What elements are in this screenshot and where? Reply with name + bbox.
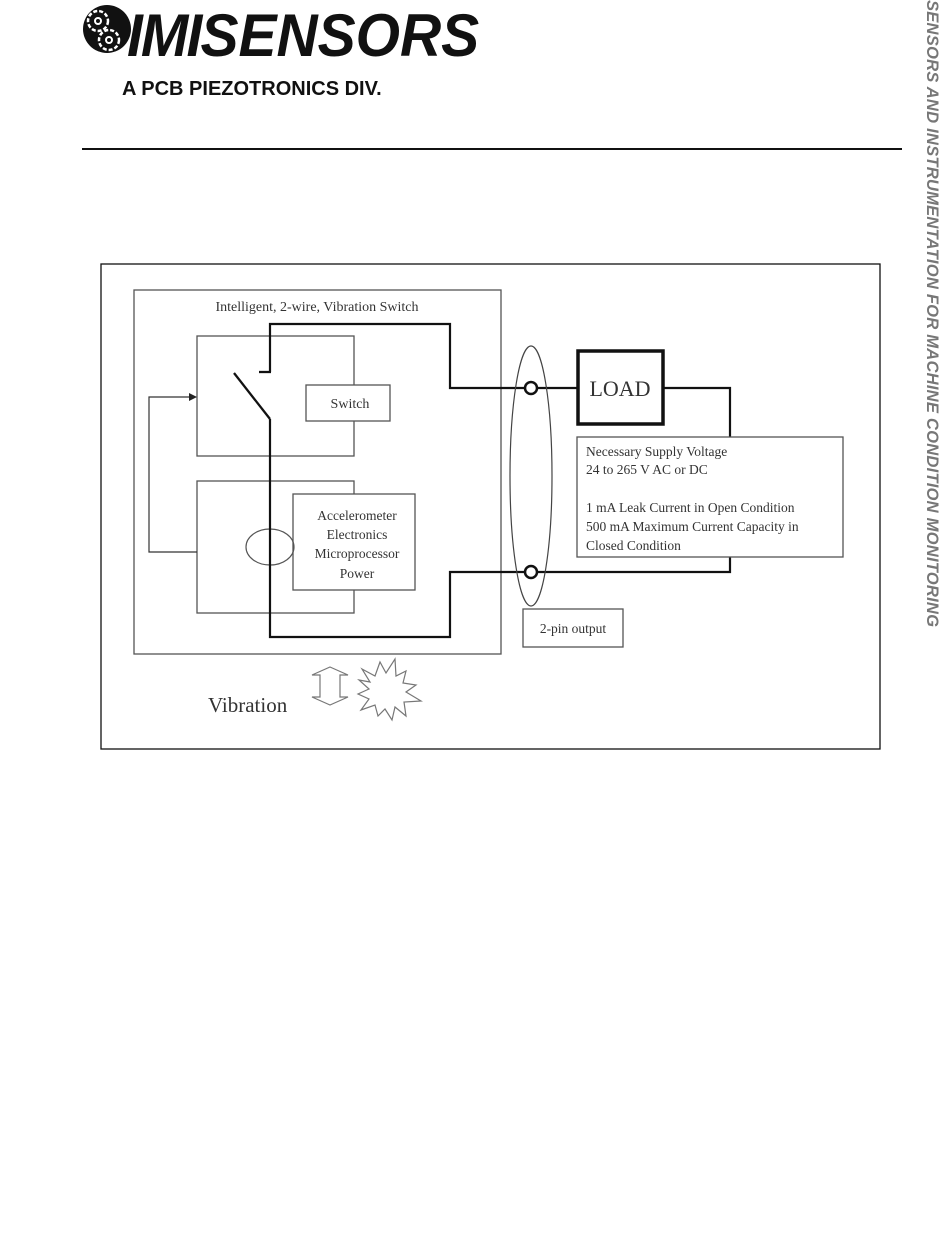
logo-wordmark: IMISENSORS: [127, 6, 479, 66]
output-cable-ellipse: [509, 345, 553, 607]
wire-load-right: [663, 386, 732, 437]
feedback-arrowhead: [189, 393, 197, 401]
feedback-line: [148, 396, 197, 553]
starburst-icon: [356, 657, 423, 722]
logo-imi: IMI: [127, 2, 202, 69]
supply-line: Necessary Supply Voltage: [586, 444, 727, 459]
wire-bottom-return: [538, 557, 732, 574]
switch-label: Switch: [331, 397, 370, 412]
gear-icon: [83, 5, 131, 53]
output-pin-1: [523, 380, 539, 396]
electronics-line: Power: [340, 566, 375, 581]
switch-label-box: [305, 384, 391, 422]
vibration-label: Vibration: [208, 693, 288, 717]
supply-line: 500 mA Maximum Current Capacity in: [586, 519, 799, 534]
output-pin-2: [523, 564, 539, 580]
supply-line: 1 mA Leak Current in Open Condition: [586, 500, 795, 515]
header-divider: [82, 148, 902, 150]
diagram-frame: [100, 263, 881, 750]
company-logo: IMISENSORS A PCB PIEZOTRONICS DIV.: [82, 2, 479, 102]
logo-sensors: SENSORS: [200, 2, 480, 69]
supply-line: 24 to 265 V AC or DC: [586, 462, 708, 477]
supply-info-box: [576, 436, 844, 558]
output-label-box: [522, 608, 624, 648]
logo-subtitle: A PCB PIEZOTRONICS DIV.: [122, 78, 382, 100]
wire-top: [268, 322, 524, 390]
electronics-line: Microprocessor: [315, 546, 400, 561]
electronics-line: Electronics: [327, 527, 388, 542]
electronics-label-box: [292, 493, 416, 591]
wire-bottom: [268, 419, 524, 639]
switch-blade: [233, 372, 271, 420]
supply-line: Closed Condition: [586, 538, 681, 553]
load-label: LOAD: [589, 376, 650, 401]
output-label: 2-pin output: [540, 621, 607, 636]
double-arrow-icon: [311, 666, 349, 706]
device-enclosure: [133, 289, 502, 655]
electronics-line: Accelerometer: [317, 508, 397, 523]
device-title: Intelligent, 2-wire, Vibration Switch: [215, 300, 418, 315]
